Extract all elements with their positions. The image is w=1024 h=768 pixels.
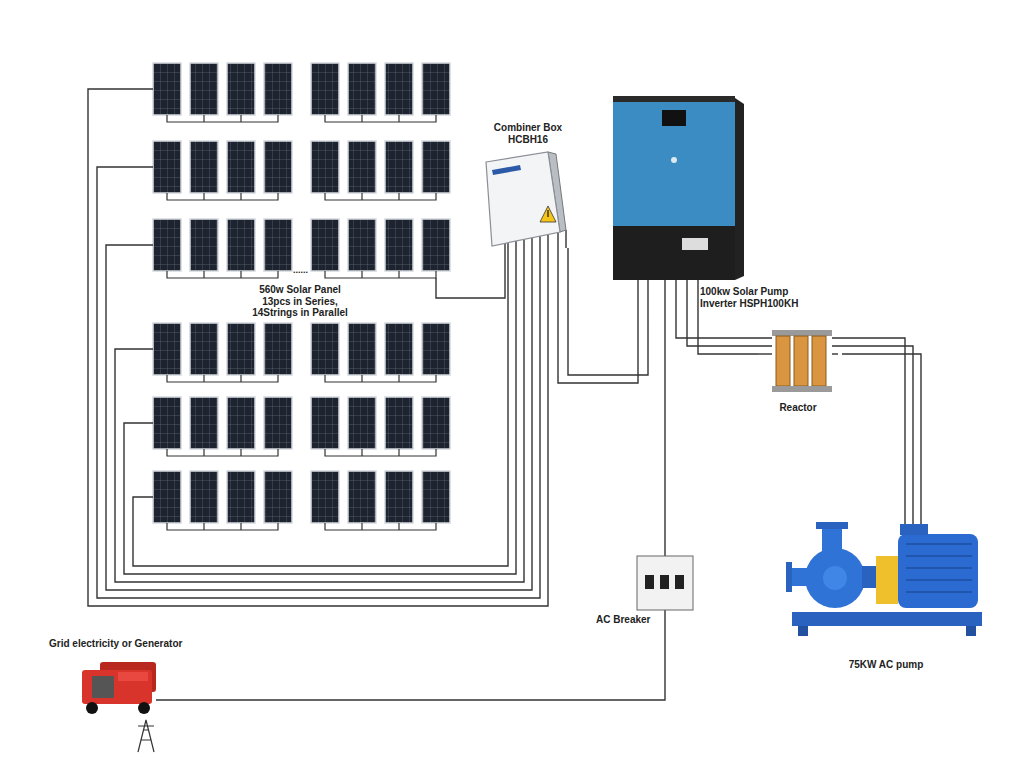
inverter-picture: [613, 96, 744, 280]
component-label: 75KW AC pump: [836, 659, 936, 671]
reactor: Reactor: [758, 326, 842, 420]
component-label: Combiner Box HCBH16: [482, 122, 574, 145]
power-wire: [664, 324, 665, 550]
power-source: Grid electricity or Generator: [45, 636, 195, 754]
component-label: Reactor: [758, 402, 838, 414]
combiner-box-picture: [486, 152, 566, 246]
power-wire: [454, 248, 505, 298]
component-label: Grid electricity or Generator: [49, 638, 191, 650]
label-holder: ......: [293, 265, 308, 277]
component-label: 560w Solar Panel 13pcs in Series, 14Stri…: [244, 284, 356, 319]
ac-pump: 75KW AC pump: [782, 515, 990, 680]
power-wire: [568, 248, 648, 375]
solar-panels: [153, 63, 450, 530]
pump-picture: [786, 522, 982, 636]
power-wire: [195, 628, 665, 700]
combiner-box: Combiner Box HCBH16: [480, 120, 576, 248]
string-wires: [88, 89, 921, 700]
solar-array: 560w Solar Panel 13pcs in Series, 14Stri…: [148, 58, 454, 536]
ac-breaker: AC Breaker: [592, 550, 688, 628]
power-wire: [698, 324, 758, 354]
component-label: 100kw Solar Pump Inverter HSPH100KH: [700, 286, 800, 309]
component-label: AC Breaker: [596, 614, 666, 626]
power-wire: [842, 354, 921, 515]
pump-inverter: 100kw Solar Pump Inverter HSPH100KH: [608, 94, 808, 324]
generator-picture: [82, 662, 156, 752]
continuation-dots: ......: [293, 265, 308, 277]
reactor-picture: [772, 330, 832, 392]
breaker-picture: [637, 556, 693, 610]
